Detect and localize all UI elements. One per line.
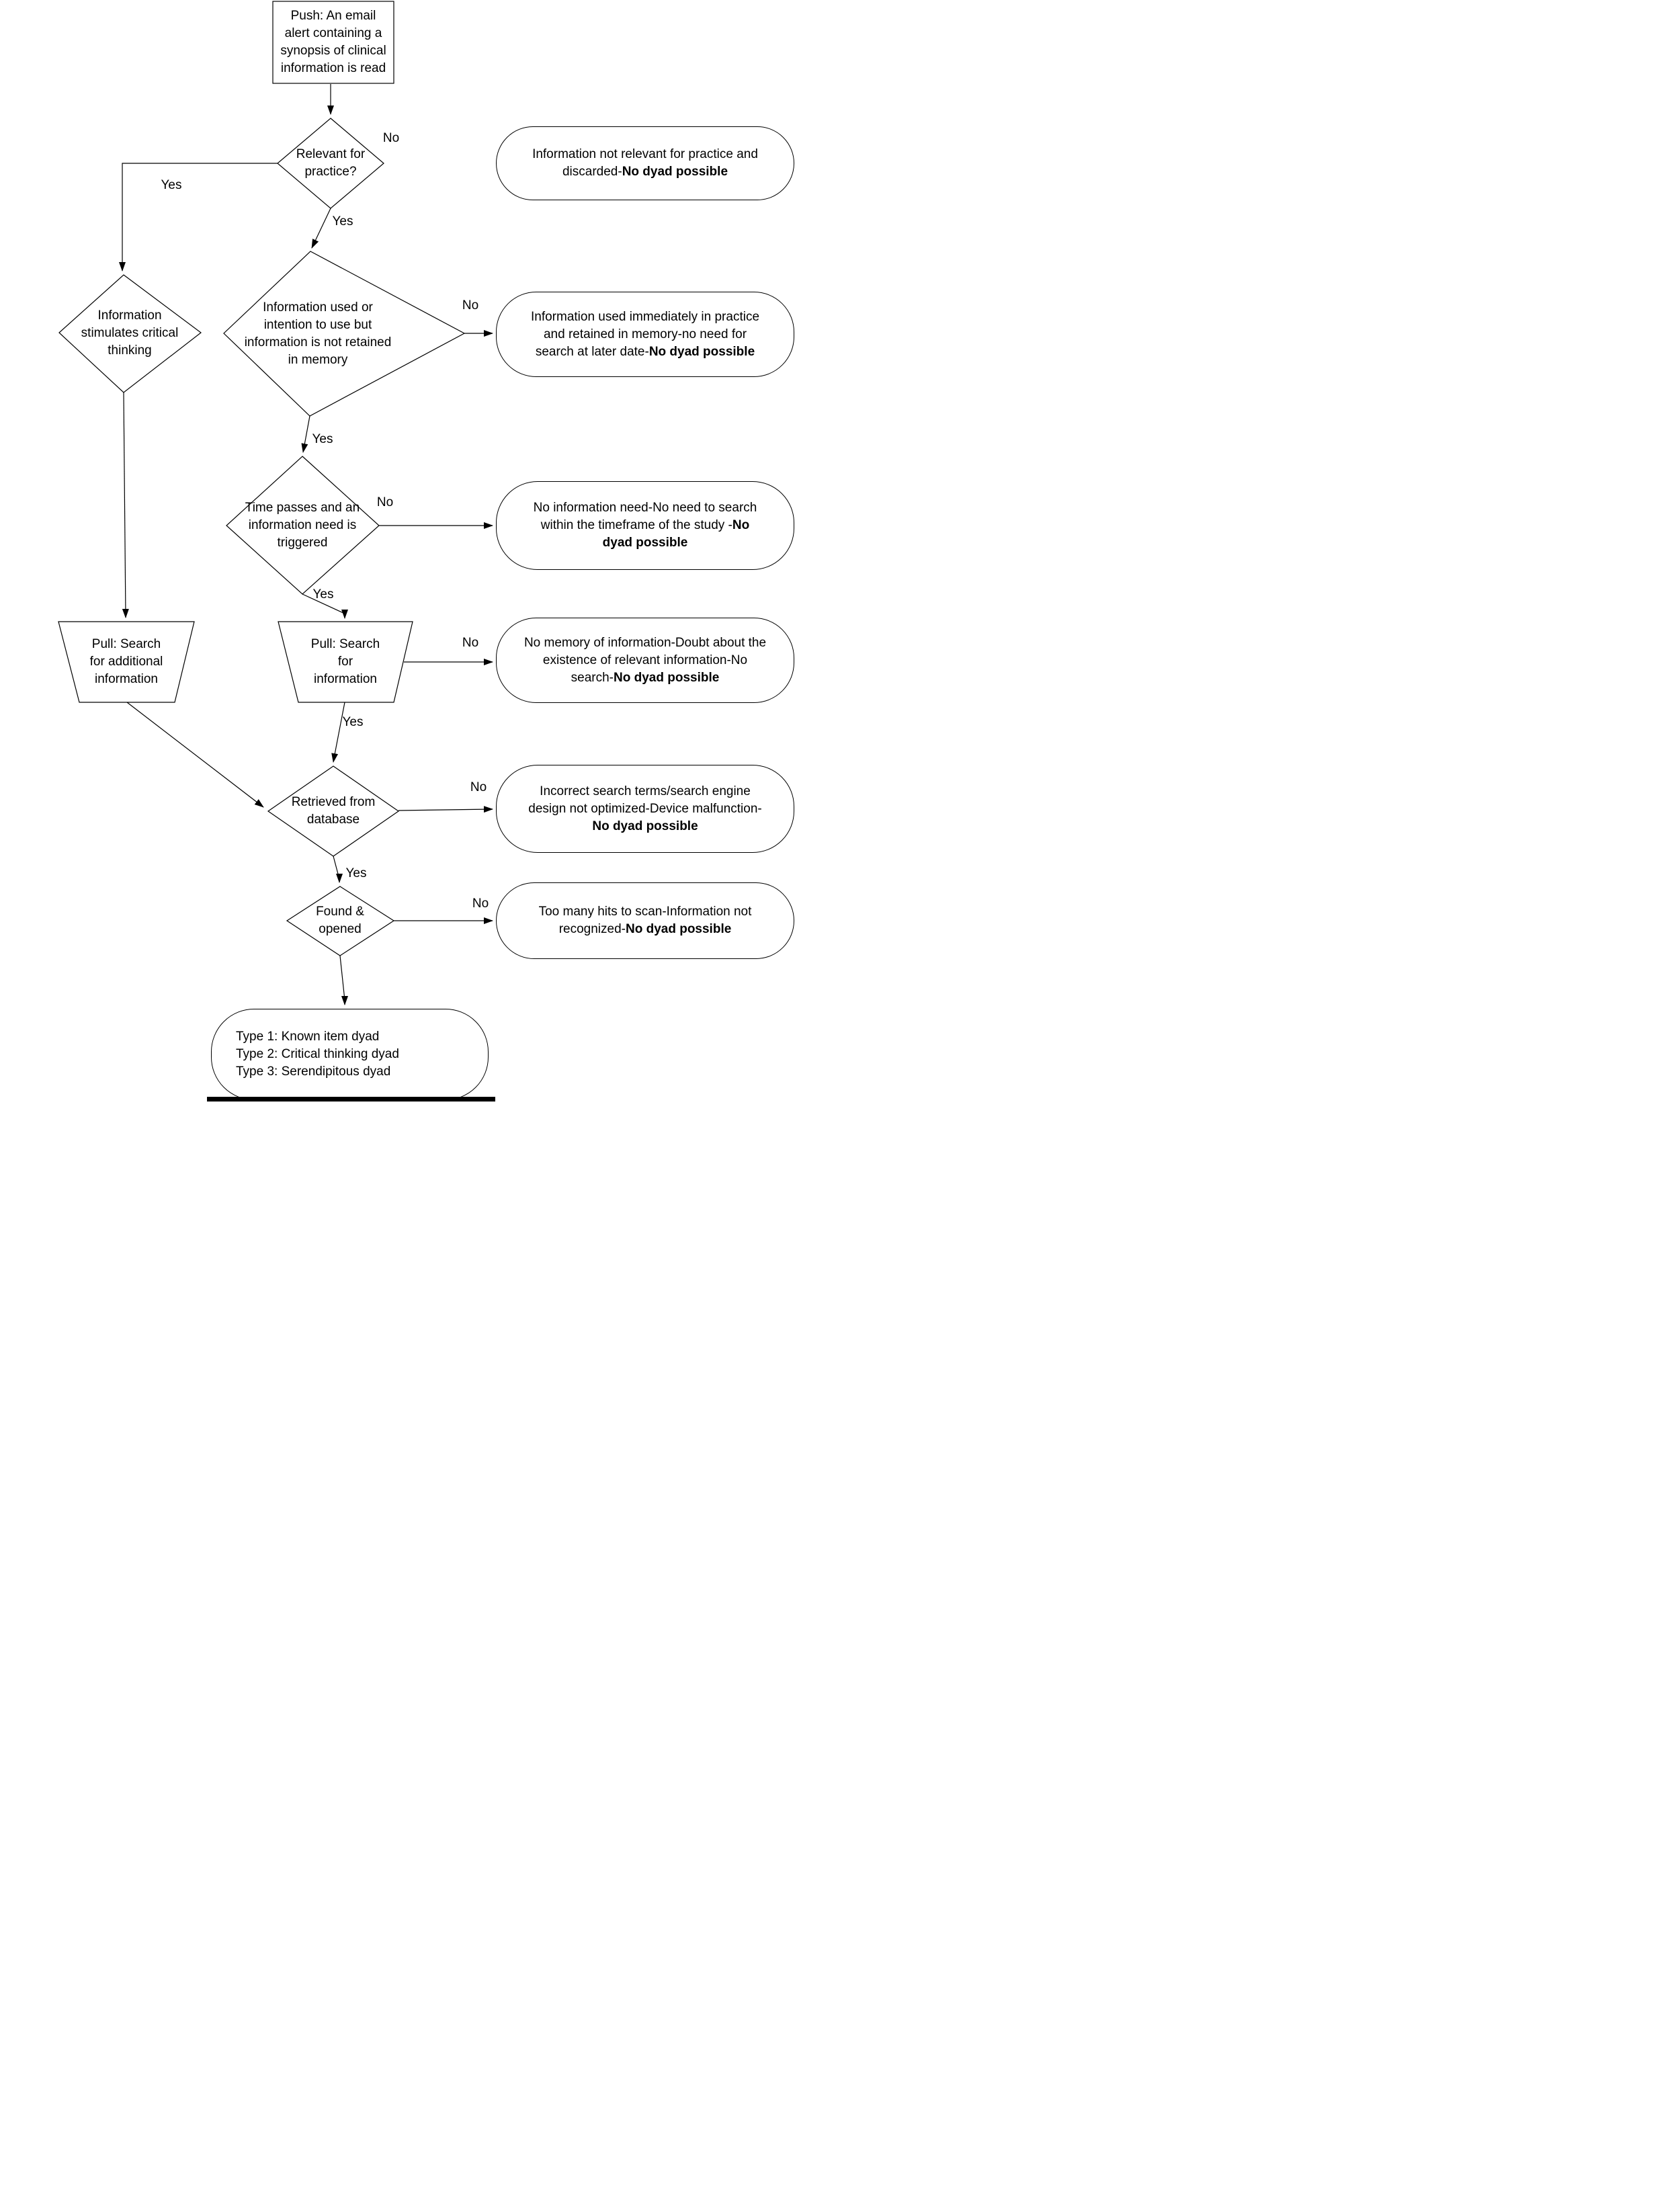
- terminal-too-many-hits: Too many hits to scan-Information not re…: [496, 882, 794, 959]
- retrieved-from-database-text: Retrieved from database: [291, 795, 376, 827]
- edge-found-yes: [339, 955, 348, 1005]
- edge-time-yes: [302, 593, 348, 619]
- label-yes-pull: Yes: [342, 715, 364, 729]
- label-yes-relevant-left: Yes: [161, 178, 182, 192]
- process-start: [272, 1, 394, 84]
- edge-critical-to-pull-additional: [122, 392, 129, 618]
- terminal-no-memory: No memory of information-Doubt about the…: [496, 618, 794, 703]
- label-yes-used: Yes: [312, 432, 333, 446]
- decision-used-or-intention: [223, 251, 466, 417]
- time-passes-text: Time passes and an information need is t…: [245, 501, 360, 550]
- bottom-black-bar: [207, 1097, 495, 1102]
- pull-search-additional-text: Pull: Search for additional information: [89, 637, 163, 686]
- label-no-retrieved: No: [470, 780, 487, 794]
- used-or-intention-text: Information used or intention to use but…: [244, 300, 392, 367]
- label-yes-retrieved: Yes: [345, 866, 367, 880]
- found-and-opened-text: Found & opened: [316, 905, 364, 936]
- label-no-relevant: No: [382, 131, 400, 145]
- edge-relevant-yes-down: [311, 208, 331, 249]
- edge-pull-additional-to-retrieved: [126, 702, 264, 808]
- shapes-layer: [58, 1, 493, 1005]
- decision-time-passes: [226, 456, 380, 595]
- relevant-for-practice-text: Relevant for practice?: [296, 147, 366, 179]
- terminal-not-relevant: Information not relevant for practice an…: [496, 126, 794, 200]
- label-no-time: No: [376, 495, 394, 509]
- edge-used-yes: [301, 415, 310, 453]
- label-no-used: No: [462, 298, 479, 313]
- trapezoid-pull-search-additional: [58, 621, 195, 703]
- edge-pull-yes: [331, 702, 345, 763]
- terminal-dyad-types: Type 1: Known item dyad Type 2: Critical…: [211, 1009, 489, 1100]
- label-no-found: No: [472, 897, 489, 911]
- edge-retrieved-no: [398, 806, 493, 813]
- terminal-incorrect-search: Incorrect search terms/search engine des…: [496, 765, 794, 853]
- edge-relevant-yes-left: [119, 163, 278, 272]
- decision-relevant-for-practice: [277, 118, 384, 209]
- label-yes-time: Yes: [312, 587, 334, 601]
- decision-retrieved-from-database: [267, 765, 400, 857]
- terminal-used-immediately: Information used immediately in practice…: [496, 292, 794, 377]
- stimulates-critical-thinking-text: Information stimulates critical thinking: [81, 308, 179, 358]
- decision-stimulates-critical-thinking: [58, 274, 202, 393]
- trapezoid-pull-search: [278, 621, 413, 703]
- edge-retrieved-yes: [333, 856, 343, 883]
- label-no-pull: No: [462, 636, 479, 650]
- start-text: Push: An email alert containing a synops…: [280, 9, 386, 75]
- pull-search-text: Pull: Search for information: [310, 637, 380, 686]
- label-yes-relevant-down: Yes: [332, 214, 353, 228]
- terminal-no-information-need: No information need-No need to search wi…: [496, 481, 794, 570]
- flowchart-canvas: Push: An email alert containing a synops…: [0, 0, 840, 1102]
- decision-found-and-opened: [286, 886, 395, 956]
